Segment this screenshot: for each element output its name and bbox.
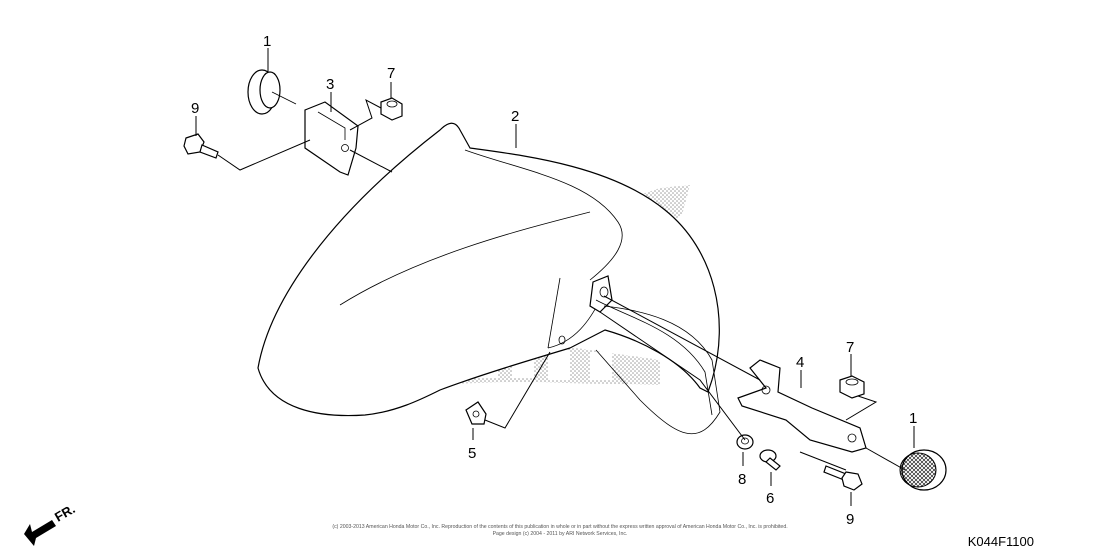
callout-1-top: 1 [263,33,271,50]
callout-numbers: 1 3 7 9 2 5 4 7 1 8 6 9 [191,33,917,528]
screw-part-6 [759,449,781,471]
nut-part-7-top [380,97,403,121]
bracket-part-3 [304,101,359,176]
copyright-line-2: Page design (c) 2004 - 2011 by ARI Netwo… [493,531,628,537]
callout-9-top: 9 [191,100,199,117]
callout-2: 2 [511,108,519,125]
callout-5: 5 [468,445,476,462]
callout-3: 3 [326,76,334,93]
callout-9-bottom: 9 [846,511,854,528]
bracket-part-4 [737,359,867,453]
callout-4: 4 [796,354,804,371]
bolt-part-9-top [183,133,219,159]
figure-code: K044F1100 [968,534,1034,549]
direction-label: FR. [52,501,78,524]
front-direction-arrow: FR. [24,501,78,546]
callout-7-top: 7 [387,65,395,82]
bolt-part-9-bottom [823,465,863,491]
nut-part-7-right [839,375,865,399]
washer-part-8 [736,434,754,450]
callout-1-right: 1 [909,410,917,427]
callout-6: 6 [766,490,774,507]
callout-7-right: 7 [846,339,854,356]
callout-8: 8 [738,471,746,488]
clip-part-5 [465,401,487,425]
front-fender [257,122,721,435]
copyright-line-1: (c) 2003-2013 American Honda Motor Co., … [332,524,787,530]
leader-lines [195,48,915,506]
grommet-part-1-right [899,449,947,491]
grommet-part-1-top [247,69,297,115]
